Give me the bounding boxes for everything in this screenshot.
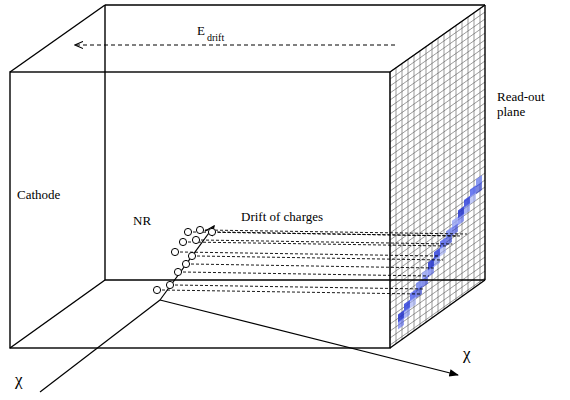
drift-label: Drift of charges [240,210,324,225]
particle-symbol: χ [14,370,24,390]
recoil-track [160,226,214,300]
readout-grid [390,5,485,348]
ionization-charges [153,226,215,293]
readout-plane-label: Read-out plane [496,90,554,120]
cathode-label: Cathode [16,188,61,203]
chamber-box [10,5,485,348]
field-subscript: drift [206,32,225,44]
recoil-label: NR [132,214,152,229]
incoming-particle [40,300,160,392]
particle-symbol: χ [462,344,472,364]
outgoing-particle [160,300,458,375]
readout-hits [398,175,482,330]
charge-drift-lines [162,230,467,294]
field-symbol: E [196,24,206,39]
drift-field-arrow [75,45,395,46]
